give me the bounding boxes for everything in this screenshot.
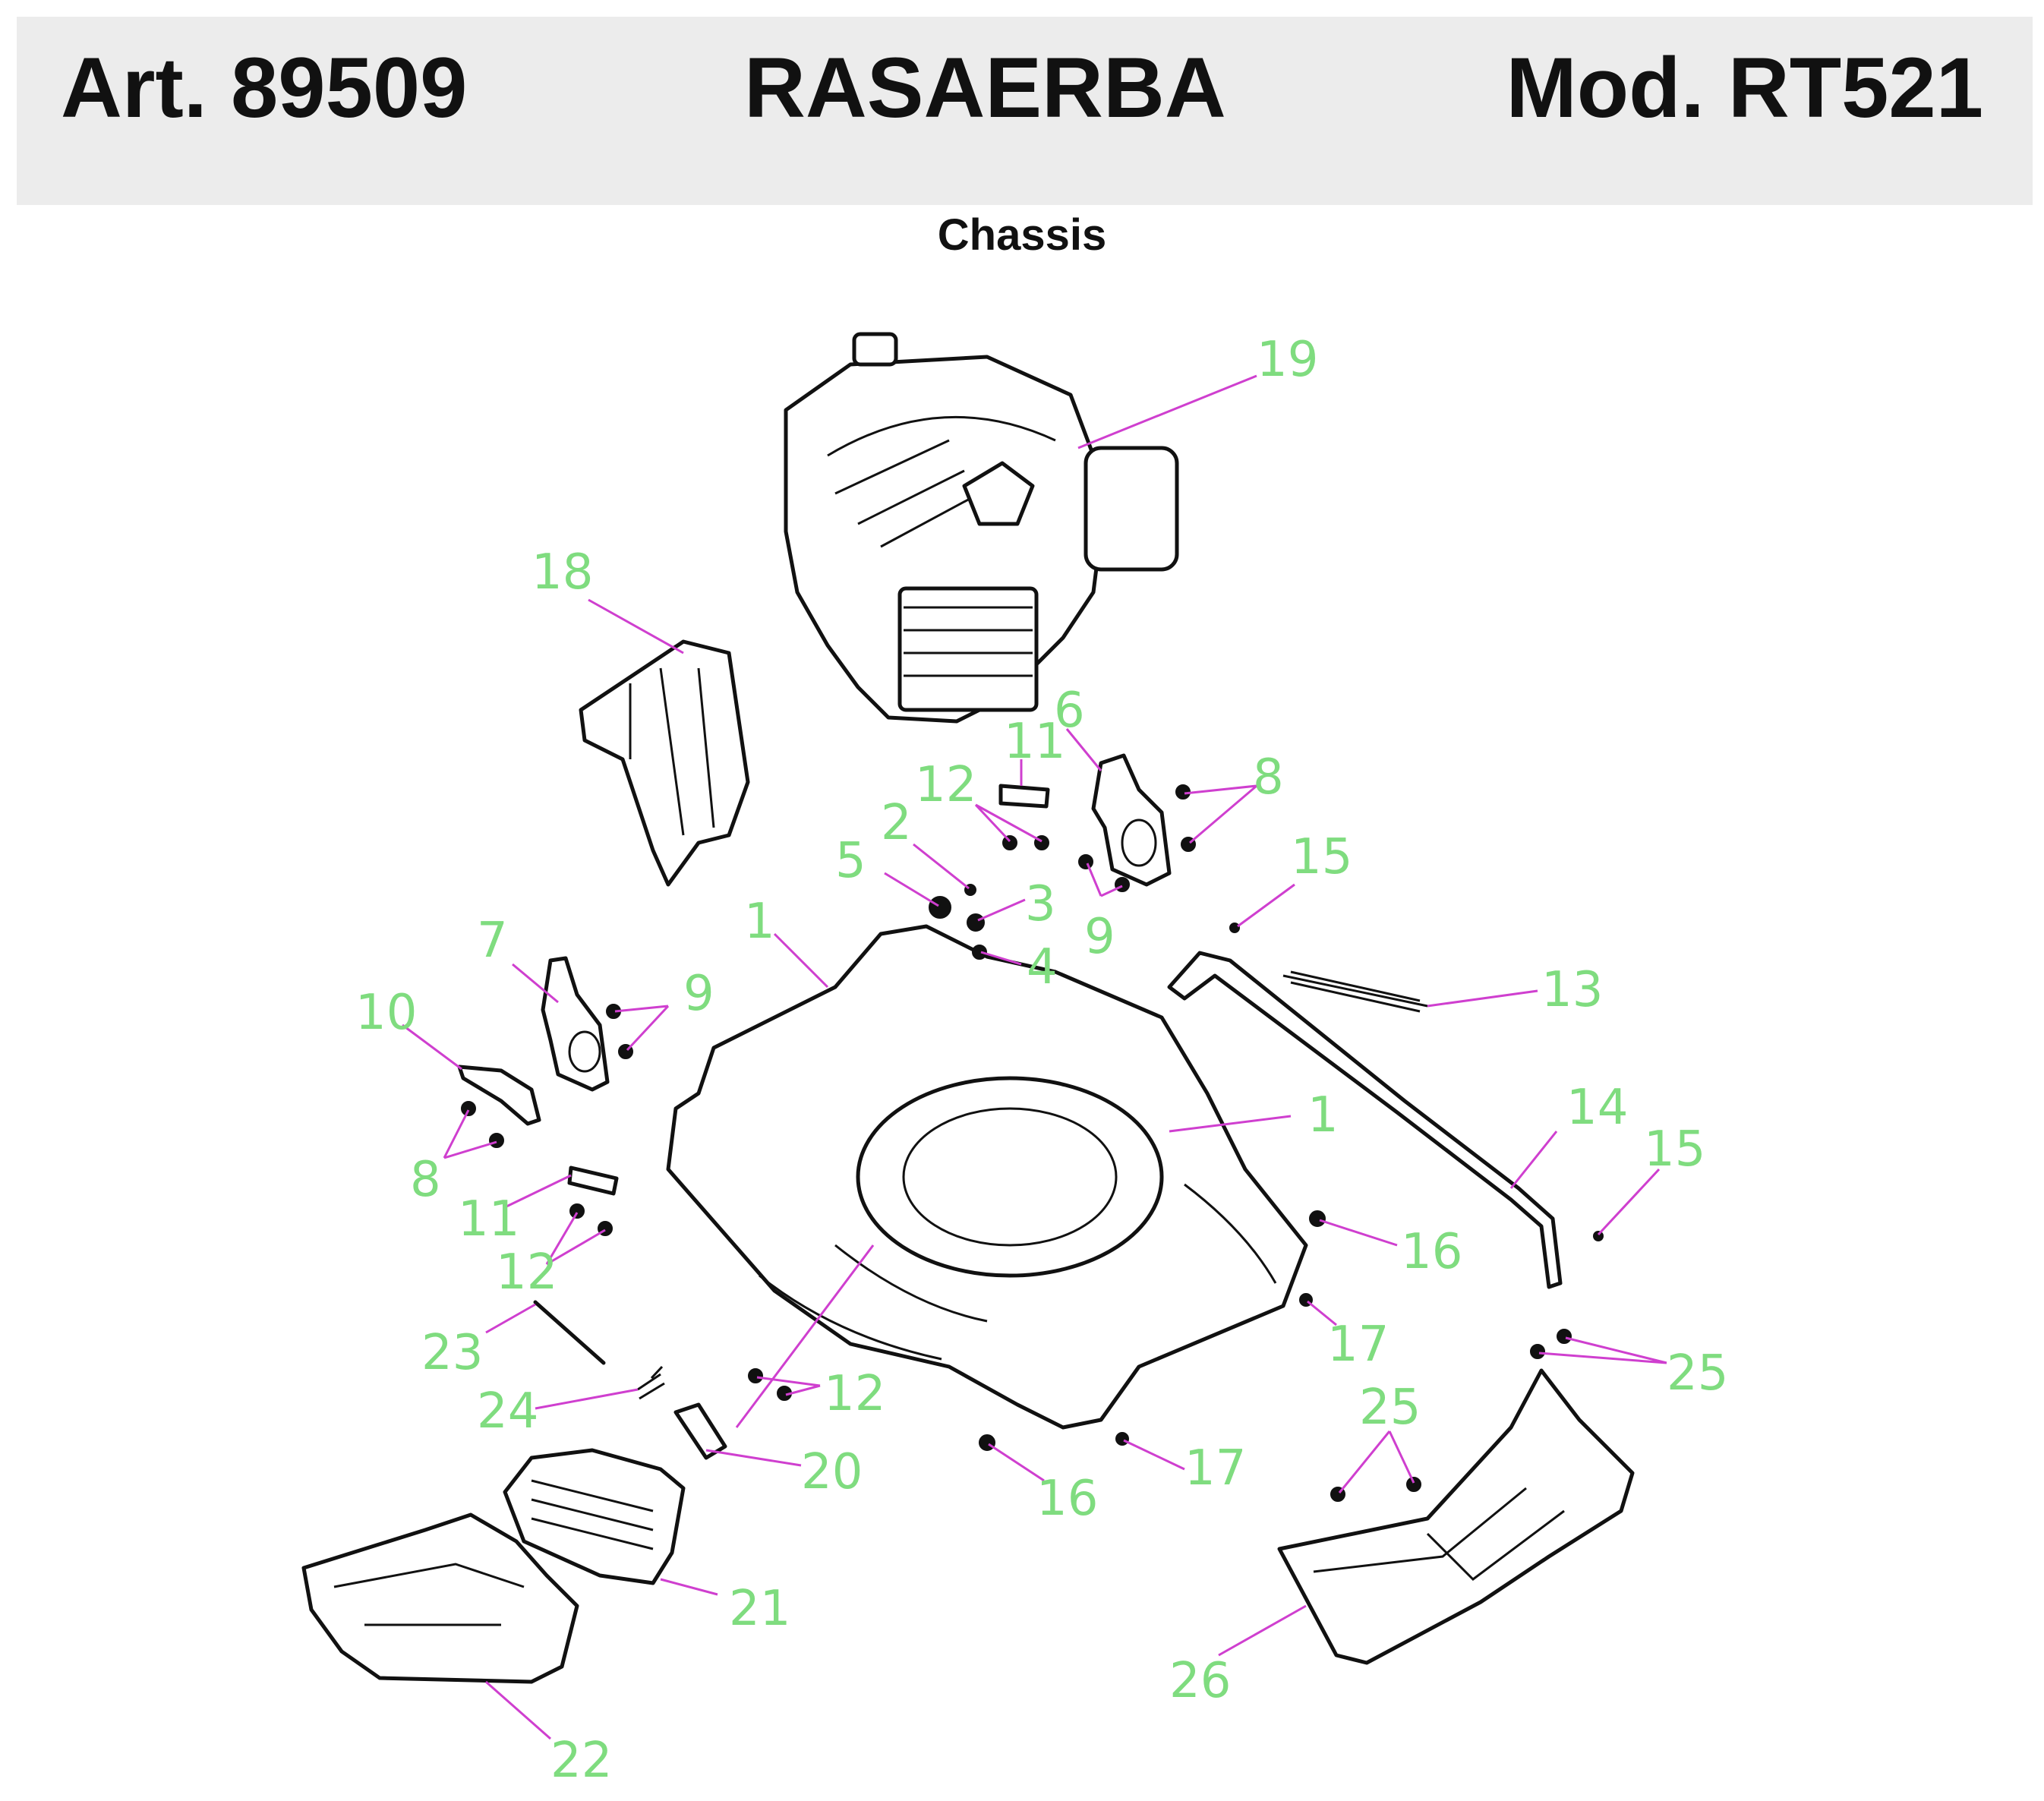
- callout-17b: 17: [1184, 1440, 1246, 1497]
- callout-3: 3: [1025, 876, 1056, 932]
- callout-9b: 9: [683, 966, 714, 1022]
- callout-1b: 1: [1307, 1087, 1339, 1143]
- callout-2: 2: [881, 795, 912, 851]
- section-subtitle: Chassis: [937, 210, 1107, 260]
- callout-20: 20: [801, 1444, 863, 1500]
- callout-1a: 1: [744, 894, 775, 950]
- callout-10: 10: [355, 985, 417, 1041]
- callout-8b: 8: [410, 1152, 441, 1208]
- engine-part-19: [784, 332, 1179, 724]
- callout-23: 23: [421, 1325, 483, 1381]
- callout-12c: 12: [824, 1366, 885, 1422]
- callout-numbers: 19 18 6 11 12 8 9 15 2 5 3 4 1 1 13 14 1…: [355, 332, 1728, 1789]
- callout-15a: 15: [1291, 829, 1352, 885]
- rear-cover-part-26: [1277, 1368, 1635, 1665]
- bracket-part-6: [1091, 753, 1172, 887]
- side-chute-part-18: [579, 639, 750, 887]
- callout-6: 6: [1054, 683, 1085, 739]
- axle-rod-part-14: [1167, 951, 1563, 1289]
- callout-16a: 16: [1401, 1224, 1462, 1280]
- height-plate-part-10: [457, 1065, 541, 1126]
- callout-13: 13: [1541, 962, 1603, 1018]
- callout-15b: 15: [1644, 1121, 1705, 1178]
- bracket-part-7: [541, 956, 610, 1092]
- rear-flap-part-21: [503, 1448, 686, 1585]
- callout-18: 18: [532, 544, 593, 601]
- article-number: Art. 89509: [61, 40, 468, 135]
- callout-17a: 17: [1327, 1317, 1389, 1373]
- callout-14: 14: [1566, 1080, 1628, 1136]
- callout-4: 4: [1027, 939, 1058, 995]
- callout-12b: 12: [496, 1244, 557, 1301]
- callout-7: 7: [477, 913, 508, 969]
- callout-5: 5: [835, 833, 866, 889]
- callout-21: 21: [729, 1581, 790, 1637]
- leader-lines: [402, 374, 1667, 1740]
- clamp-part-11: [567, 784, 1050, 1196]
- callout-25b: 25: [1359, 1380, 1421, 1436]
- callout-22: 22: [550, 1733, 612, 1789]
- rod-part-23: [533, 1300, 606, 1365]
- deck-part-1: [666, 924, 1308, 1430]
- callout-25a: 25: [1667, 1345, 1728, 1402]
- hinge-part-20: [673, 1402, 727, 1460]
- spring-part-13: [1282, 970, 1428, 1013]
- callout-11a: 11: [1004, 714, 1065, 770]
- callout-8a: 8: [1253, 749, 1284, 806]
- callout-26: 26: [1169, 1653, 1231, 1709]
- callout-16b: 16: [1036, 1471, 1098, 1527]
- model-number: Mod. RT521: [1506, 40, 1983, 135]
- callout-12a: 12: [915, 757, 976, 813]
- callout-9a: 9: [1084, 909, 1115, 965]
- product-title: RASAERBA: [744, 40, 1226, 135]
- torsion-spring-part-24: [637, 1365, 665, 1400]
- grass-bag-part-22: [301, 1512, 579, 1684]
- callout-19: 19: [1257, 332, 1318, 388]
- callout-11b: 11: [458, 1191, 519, 1247]
- callout-24: 24: [477, 1383, 538, 1440]
- header-bar: [17, 17, 2033, 205]
